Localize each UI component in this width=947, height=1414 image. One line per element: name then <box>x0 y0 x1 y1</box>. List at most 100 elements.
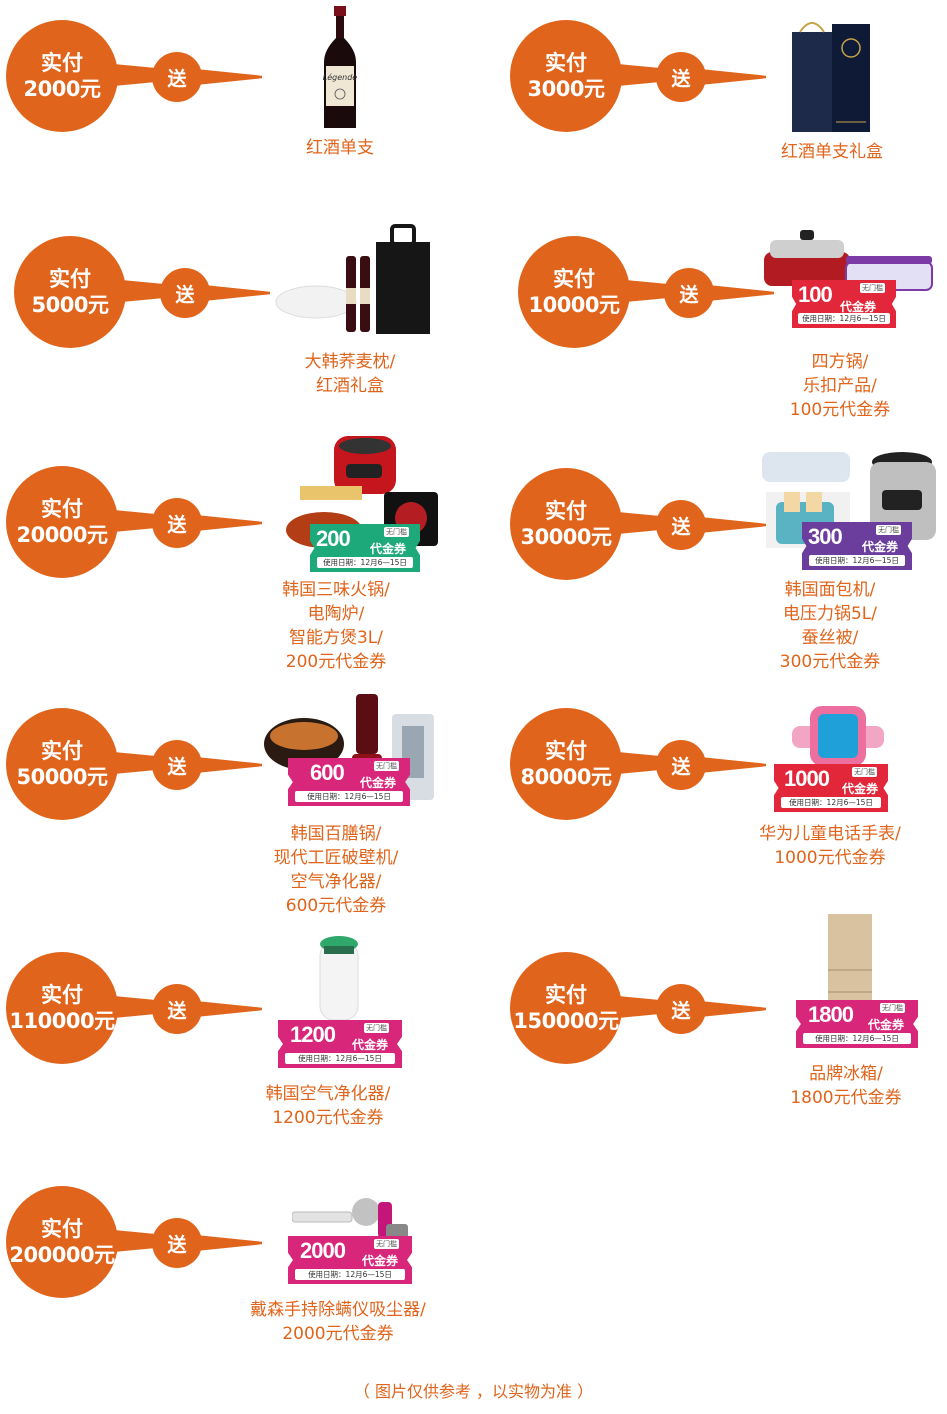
badge-tail <box>626 280 672 302</box>
tier-2000: 实付 2000元 送 Légende 红酒单支 <box>0 0 470 200</box>
voucher-2000: 2000 代金券 无门槛 使用日期：12月6—15日 <box>288 1236 412 1284</box>
pay-amount: 5000元 <box>31 293 109 317</box>
pay-badge: 实付 10000元 <box>518 236 630 348</box>
voucher-amount: 600 <box>310 760 345 785</box>
voucher-amount: 200 <box>316 526 351 551</box>
pay-label: 实付 <box>41 1216 83 1241</box>
pay-label: 实付 <box>553 266 595 291</box>
voucher-label: 代金券 <box>370 542 407 556</box>
caption-line: 智能方煲3L/ <box>288 628 383 648</box>
voucher-amount: 1800 <box>808 1002 854 1027</box>
badge-tail <box>114 510 160 532</box>
pay-badge: 实付 150000元 <box>510 952 622 1064</box>
voucher-date: 使用日期：12月6—15日 <box>295 1269 405 1280</box>
pay-badge: 实付 30000元 <box>510 468 622 580</box>
disclaimer-note: （ 图片仅供参考 ，以实物为准 ） <box>353 1382 594 1401</box>
tier-30000: 实付 30000元 送 300 代金券 无门槛 使用日期：12月6—15日 韩国… <box>504 430 947 672</box>
prize-caption: 戴森手持除螨仪吸尘器/ 2000元代金券 <box>238 1298 438 1346</box>
pay-badge: 实付 110000元 <box>6 952 118 1064</box>
pay-badge: 实付 2000元 <box>6 20 118 132</box>
voucher-date: 使用日期：12月6—15日 <box>808 555 906 566</box>
tier-80000: 实付 80000元 送 1000 代金券 无门槛 使用日期：12月6—15日 华… <box>504 692 947 892</box>
pay-label: 实付 <box>545 982 587 1007</box>
voucher-amount: 300 <box>808 524 843 549</box>
caption-line: 空气净化器/ <box>290 872 382 892</box>
arrow <box>204 285 270 301</box>
pillow-icon <box>275 224 430 334</box>
send-badge: 送 <box>152 1218 202 1268</box>
caption-line: 300元代金券 <box>779 652 881 672</box>
prize-caption: 韩国空气净化器/ 1200元代金券 <box>228 1082 428 1130</box>
voucher-tag: 无门槛 <box>880 1003 905 1013</box>
pay-label: 实付 <box>545 738 587 763</box>
arrow <box>700 757 766 773</box>
prize-caption: 红酒单支礼盒 <box>732 140 932 164</box>
pay-label: 实付 <box>41 496 83 521</box>
pay-label: 实付 <box>545 50 587 75</box>
send-badge: 送 <box>656 500 706 550</box>
vacuum-icon <box>292 1198 408 1238</box>
pay-label: 实付 <box>49 266 91 291</box>
caption-line: 红酒单支 <box>306 138 374 158</box>
caption-line: 电陶炉/ <box>307 604 365 624</box>
prize-caption: 韩国面包机/ 电压力锅5L/ 蚕丝被/ 300元代金券 <box>730 578 930 674</box>
caption-line: 红酒单支礼盒 <box>781 142 883 162</box>
voucher-label: 代金券 <box>360 776 397 790</box>
arrow <box>700 517 766 533</box>
voucher-label: 代金券 <box>362 1254 399 1268</box>
voucher-date: 使用日期：12月6—15日 <box>295 791 403 802</box>
badge-tail <box>114 1230 160 1252</box>
caption-line: 电压力锅5L/ <box>782 604 877 624</box>
badge-tail <box>618 996 664 1018</box>
arrow <box>196 1235 262 1251</box>
voucher-tag: 无门槛 <box>364 1023 389 1033</box>
caption-line: 现代工匠破壁机/ <box>273 848 399 868</box>
prize-caption: 韩国百膳锅/ 现代工匠破壁机/ 空气净化器/ 600元代金券 <box>236 822 436 918</box>
pay-amount: 20000元 <box>16 523 108 547</box>
arrow <box>700 1001 766 1017</box>
pay-badge: 实付 80000元 <box>510 708 622 820</box>
pay-amount: 2000元 <box>23 77 101 101</box>
send-badge: 送 <box>664 268 714 318</box>
caption-line: 600元代金券 <box>285 896 387 916</box>
arrow <box>196 515 262 531</box>
caption-line: 韩国三味火锅/ <box>282 580 390 600</box>
caption-line: 红酒礼盒 <box>316 376 384 396</box>
caption-line: 2000元代金券 <box>282 1324 394 1344</box>
voucher-1800: 1800 代金券 无门槛 使用日期：12月6—15日 <box>796 1000 918 1048</box>
pay-label: 实付 <box>41 982 83 1007</box>
badge-tail <box>122 280 168 302</box>
voucher-tag: 无门槛 <box>374 1239 399 1249</box>
pay-amount: 30000元 <box>520 525 612 549</box>
tier-20000: 实付 20000元 送 200 代金券 无门槛 使用日期：12月6—15日 韩国… <box>0 430 470 672</box>
send-badge: 送 <box>152 52 202 102</box>
voucher-100: 100 代金券 无门槛 使用日期：12月6—15日 <box>792 280 896 328</box>
badge-tail <box>114 996 160 1018</box>
refrigerator-icon <box>828 914 872 1014</box>
send-badge: 送 <box>656 52 706 102</box>
voucher-tag: 无门槛 <box>860 283 885 293</box>
caption-line: 韩国空气净化器/ <box>265 1084 391 1104</box>
prize-caption: 品牌冰箱/ 1800元代金券 <box>746 1062 946 1110</box>
pay-amount: 3000元 <box>527 77 605 101</box>
tier-10000: 实付 10000元 送 100 代金券 无门槛 使用日期：12月6—15日 四方… <box>512 222 947 422</box>
voucher-date: 使用日期：12月6—15日 <box>285 1053 395 1064</box>
svg-text:Légende: Légende <box>323 72 358 82</box>
pay-badge: 实付 5000元 <box>14 236 126 348</box>
caption-line: 华为儿童电话手表/ <box>759 824 901 844</box>
voucher-tag: 无门槛 <box>374 761 399 771</box>
send-badge: 送 <box>152 984 202 1034</box>
pay-badge: 实付 200000元 <box>6 1186 118 1298</box>
voucher-amount: 1000 <box>784 766 830 791</box>
voucher-date: 使用日期：12月6—15日 <box>803 1033 911 1044</box>
pay-badge: 实付 20000元 <box>6 466 118 578</box>
tier-110000: 实付 110000元 送 1200 代金券 无门槛 使用日期：12月6—15日 … <box>0 930 470 1130</box>
caption-line: 1000元代金券 <box>774 848 886 868</box>
voucher-1200: 1200 代金券 无门槛 使用日期：12月6—15日 <box>278 1020 402 1068</box>
voucher-tag: 无门槛 <box>876 525 901 535</box>
tier-3000: 实付 3000元 送 红酒单支礼盒 <box>504 0 947 200</box>
caption-line: 蚕丝被/ <box>801 628 859 648</box>
send-badge: 送 <box>160 268 210 318</box>
caption-line: 韩国面包机/ <box>784 580 876 600</box>
tier-50000: 实付 50000元 送 600 代金券 无门槛 使用日期：12月6—15日 韩国… <box>0 692 470 916</box>
